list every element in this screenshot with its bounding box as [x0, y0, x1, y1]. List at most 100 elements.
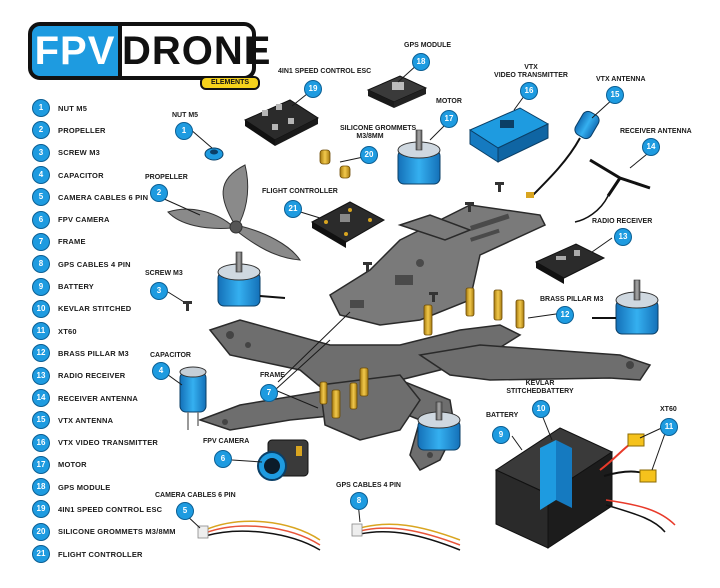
callout-label-brass: BRASS PILLAR M3 [540, 296, 604, 303]
legend-number: 13 [32, 366, 50, 385]
legend-item: 2 PROPELLER [32, 119, 222, 141]
legend-item: 11 XT60 [32, 320, 222, 342]
callout-label-motor: MOTOR [436, 98, 462, 105]
logo-badge: ELEMENTS [200, 76, 260, 90]
legend-number: 4 [32, 166, 50, 185]
legend-number: 7 [32, 232, 50, 251]
flight-controller [310, 201, 386, 248]
callout-marker-frame: 7 [260, 384, 278, 402]
callout-marker-gpscable: 8 [350, 492, 368, 510]
legend-item: 3 SCREW M3 [32, 142, 222, 164]
callout-label-grom-line1: SILICONE GROMMETS [340, 125, 417, 132]
callout-marker-motor: 17 [440, 110, 458, 128]
callout-label-screw: SCREW M3 [145, 270, 183, 277]
frame-top-slots [350, 213, 510, 308]
legend-item: 13 RADIO RECEIVER [32, 365, 222, 387]
callout-marker-battery: 9 [492, 426, 510, 444]
legend-label: FPV CAMERA [58, 215, 110, 225]
legend-label: CAPACITOR [58, 170, 104, 180]
callout-label-grom-line2: M3/8MM [356, 133, 384, 140]
callout-label-frame: FRAME [260, 372, 285, 379]
legend-number: 17 [32, 455, 50, 474]
legend-label: SILICONE GROMMETS M3/8MM [58, 527, 176, 537]
motor-bottom [417, 401, 461, 451]
logo-drone: DRONE [118, 22, 270, 80]
legend-item: 6 FPV CAMERA [32, 208, 222, 230]
callout-label-fc: FLIGHT CONTROLLER [262, 188, 338, 195]
legend-label: RECEIVER ANTENNA [58, 393, 139, 403]
receiver-antenna [574, 158, 651, 223]
callout-marker-rx: 13 [614, 228, 632, 246]
legend-item: 16 VTX VIDEO TRANSMITTER [32, 431, 222, 453]
legend-label: BATTERY [58, 282, 94, 292]
callout-marker-camcable: 5 [176, 502, 194, 520]
callout-marker-gps: 18 [412, 53, 430, 71]
legend-label: RADIO RECEIVER [58, 371, 126, 381]
legend-number: 16 [32, 433, 50, 452]
legend-number: 19 [32, 500, 50, 519]
callout-marker-cam: 6 [214, 450, 232, 468]
silicone-grommets [319, 149, 351, 179]
legend-number: 2 [32, 121, 50, 140]
callout-label-vtx-line2: VIDEO TRANSMITTER [494, 72, 568, 79]
gps-module [366, 75, 428, 108]
callout-label-vtx-line1: VTX [524, 64, 538, 71]
callout-label-rxant: RECEIVER ANTENNA [620, 128, 692, 135]
callout-label-vtxant: VTX ANTENNA [596, 76, 646, 83]
legend-number: 1 [32, 99, 50, 118]
legend-number: 6 [32, 210, 50, 229]
legend-number: 9 [32, 277, 50, 296]
nut-m5 [204, 147, 224, 161]
motor-left [217, 251, 286, 307]
legend-label: VTX VIDEO TRANSMITTER [58, 438, 159, 448]
callout-label-esc: 4IN1 SPEED CONTROL ESC [278, 68, 372, 75]
callout-label-grom: SILICONE GROMMETS M3/8MM [340, 125, 417, 141]
legend-number: 18 [32, 478, 50, 497]
legend-item: 7 FRAME [32, 231, 222, 253]
callout-label-battery: BATTERY [486, 412, 519, 419]
legend-label: XT60 [58, 326, 77, 336]
esc-board [243, 99, 320, 146]
callout-label-camcable: CAMERA CABLES 6 PIN [155, 492, 236, 499]
legend-number: 14 [32, 389, 50, 407]
radio-receiver [534, 243, 606, 284]
legend-label: VTX ANTENNA [58, 415, 114, 425]
callout-marker-prop: 2 [150, 184, 168, 202]
motor-right [592, 279, 659, 335]
legend-label: SCREW M3 [58, 148, 101, 158]
callout-marker-grom: 20 [360, 146, 378, 164]
legend-label: CAMERA CABLES 6 PIN [58, 192, 149, 202]
logo-fpv: FPV [28, 22, 122, 80]
callout-marker-xt60: 11 [660, 418, 678, 436]
callout-marker-fc: 21 [284, 200, 302, 218]
callout-label-cam: FPV CAMERA [203, 438, 250, 445]
callout-label-nut: NUT M5 [172, 112, 199, 119]
callout-marker-esc: 19 [304, 80, 322, 98]
legend-label: FRAME [58, 237, 86, 247]
legend-item: 9 BATTERY [32, 275, 222, 297]
legend-label: PROPELLER [58, 125, 106, 135]
legend-number: 3 [32, 143, 50, 162]
callout-label-gpscable: GPS CABLES 4 PIN [336, 482, 401, 489]
legend-item: 18 GPS MODULE [32, 476, 222, 498]
callout-label-rx: RADIO RECEIVER [592, 218, 653, 225]
legend-number: 10 [32, 299, 50, 318]
callout-label-vtx: VTX VIDEO TRANSMITTER [494, 64, 568, 80]
legend-label: GPS MODULE [58, 482, 111, 492]
legend-item: 4 CAPACITOR [32, 164, 222, 186]
callout-label-prop: PROPELLER [145, 174, 188, 181]
gps-cables [351, 523, 461, 551]
legend-number: 11 [32, 322, 50, 341]
callout-label-xt60: XT60 [660, 406, 677, 413]
